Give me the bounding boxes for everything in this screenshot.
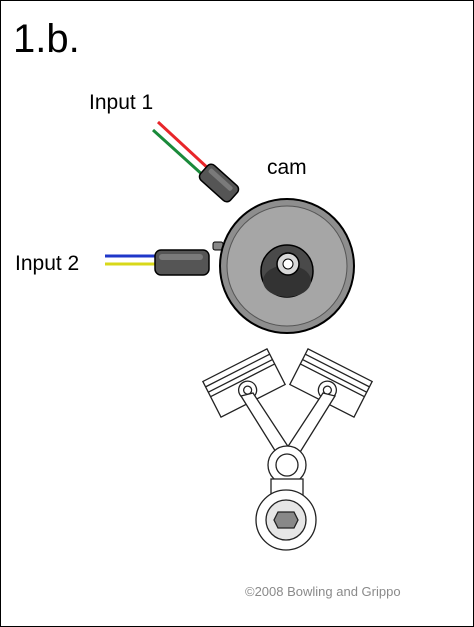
cam-wheel-icon	[212, 198, 355, 334]
sensor-1-icon	[198, 163, 240, 203]
diagram-title: 1.b.	[13, 17, 80, 61]
input-2-label: Input 2	[15, 252, 80, 275]
input-2-wires	[105, 254, 157, 266]
cam-label: cam	[267, 156, 307, 179]
v-engine-pistons-icon	[201, 347, 374, 485]
sensor-2-icon	[154, 249, 210, 276]
copyright-credit: ©2008 Bowling and Grippo	[245, 584, 401, 599]
crankshaft-icon	[255, 478, 317, 551]
input-1-wires	[151, 120, 212, 179]
input-1-label: Input 1	[89, 91, 154, 114]
